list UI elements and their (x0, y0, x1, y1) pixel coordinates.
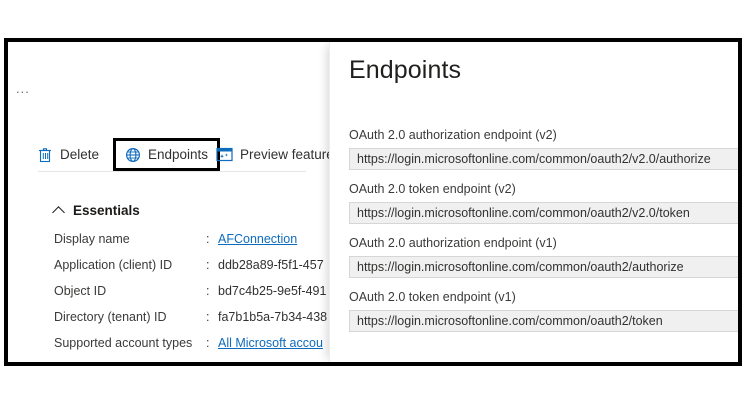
preview-feature-label: Preview feature (240, 147, 334, 162)
property-row: Display name : AFConnection (54, 232, 354, 258)
property-separator: : (206, 258, 210, 272)
panel-left-edge (329, 42, 330, 362)
chevron-up-icon (54, 205, 65, 216)
annotation-highlight-frame: ... Delete (4, 38, 742, 366)
property-key: Application (client) ID (54, 258, 173, 272)
property-value-client-id: ddb28a89-f5f1-457 (218, 258, 324, 272)
endpoint-value-oauth2-authorize-v2[interactable]: https://login.microsoftonline.com/common… (349, 148, 738, 170)
endpoints-panel: Endpoints OAuth 2.0 authorization endpoi… (329, 42, 738, 362)
property-row: Supported account types : All Microsoft … (54, 336, 354, 362)
endpoint-value-oauth2-authorize-v1[interactable]: https://login.microsoftonline.com/common… (349, 256, 738, 278)
endpoint-item: OAuth 2.0 authorization endpoint (v1) ht… (349, 236, 738, 278)
property-value-object-id: bd7c4b25-9e5f-491 (218, 284, 327, 298)
command-bar: Delete Endpoints (8, 138, 738, 171)
property-separator: : (206, 310, 210, 324)
property-separator: : (206, 284, 210, 298)
endpoint-value-oauth2-token-v1[interactable]: https://login.microsoftonline.com/common… (349, 310, 738, 332)
delete-label: Delete (60, 147, 100, 162)
panel-title: Endpoints (349, 56, 462, 84)
command-bar-divider (38, 171, 306, 172)
property-separator: : (206, 232, 210, 246)
endpoint-value-oauth2-token-v2[interactable]: https://login.microsoftonline.com/common… (349, 202, 738, 224)
essentials-section-toggle[interactable]: Essentials (54, 203, 140, 218)
essentials-properties: Display name : AFConnection Application … (54, 232, 354, 362)
globe-icon (125, 147, 141, 163)
essentials-label: Essentials (73, 203, 140, 218)
property-value-display-name[interactable]: AFConnection (218, 232, 298, 246)
property-key: Directory (tenant) ID (54, 310, 167, 324)
delete-button[interactable]: Delete (38, 138, 99, 171)
property-key: Display name (54, 232, 130, 246)
trash-icon (38, 147, 53, 163)
endpoint-label: OAuth 2.0 authorization endpoint (v1) (349, 236, 557, 250)
endpoint-label: OAuth 2.0 authorization endpoint (v2) (349, 128, 557, 142)
endpoints-list: OAuth 2.0 authorization endpoint (v2) ht… (349, 128, 738, 344)
property-separator: : (206, 336, 210, 350)
endpoint-label: OAuth 2.0 token endpoint (v2) (349, 182, 516, 196)
preview-feature-button[interactable]: Preview feature (216, 138, 334, 171)
overflow-menu-button[interactable]: ... (16, 81, 30, 96)
property-value-tenant-id: fa7b1b5a-7b34-438 (218, 310, 328, 324)
property-row: Application (client) ID : ddb28a89-f5f1-… (54, 258, 354, 284)
endpoint-item: OAuth 2.0 authorization endpoint (v2) ht… (349, 128, 738, 170)
property-value-account-types[interactable]: All Microsoft accou (218, 336, 323, 350)
endpoints-button[interactable]: Endpoints (113, 138, 221, 171)
endpoint-item: OAuth 2.0 token endpoint (v2) https://lo… (349, 182, 738, 224)
preview-feature-icon (216, 147, 233, 162)
property-row: Directory (tenant) ID : fa7b1b5a-7b34-43… (54, 310, 354, 336)
property-key: Supported account types (54, 336, 193, 350)
property-key: Object ID (54, 284, 107, 298)
endpoint-label: OAuth 2.0 token endpoint (v1) (349, 290, 516, 304)
property-row: Object ID : bd7c4b25-9e5f-491 (54, 284, 354, 310)
endpoint-item: OAuth 2.0 token endpoint (v1) https://lo… (349, 290, 738, 332)
endpoints-label: Endpoints (148, 147, 209, 162)
